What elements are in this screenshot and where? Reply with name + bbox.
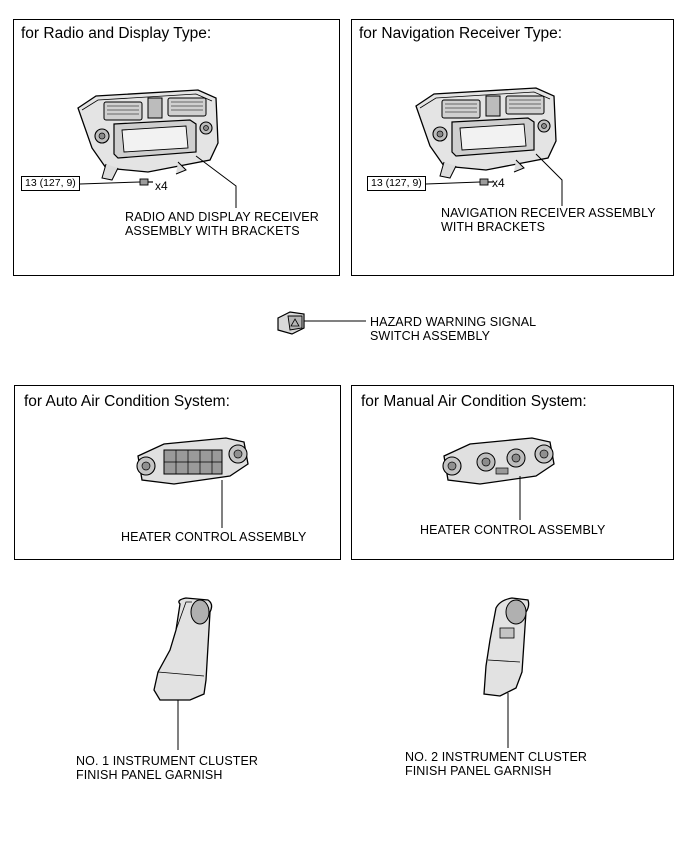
torque-leader-line xyxy=(79,181,141,185)
receiver-leader-line xyxy=(535,153,563,206)
navigation-panel-title: for Navigation Receiver Type: xyxy=(359,25,563,42)
torque-spec-label: 13 (127, 9) xyxy=(21,176,80,191)
hazard-switch-label-line1: HAZARD WARNING SIGNAL xyxy=(370,315,537,329)
garnish-no1-label-line1: NO. 1 INSTRUMENT CLUSTER xyxy=(76,754,259,768)
hazard-switch-label-line2: SWITCH ASSEMBLY xyxy=(370,329,491,343)
garnish-no1-label-line2: FINISH PANEL GARNISH xyxy=(76,768,223,782)
navigation-receiver-label-line1: NAVIGATION RECEIVER ASSEMBLY xyxy=(441,206,656,220)
radio-display-receiver-label-line2: ASSEMBLY WITH BRACKETS xyxy=(125,224,300,238)
garnish-no2-label-line1: NO. 2 INSTRUMENT CLUSTER xyxy=(405,750,588,764)
garnish-no1-illustration xyxy=(153,597,213,701)
radio-display-receiver-label-line1: RADIO AND DISPLAY RECEIVER xyxy=(125,210,319,224)
hazard-switch-illustration xyxy=(277,311,305,335)
manual-ac-panel-title: for Manual Air Condition System: xyxy=(361,393,587,410)
radio-display-panel-title: for Radio and Display Type: xyxy=(21,25,212,42)
torque-spec-label: 13 (127, 9) xyxy=(367,176,426,191)
navigation-receiver-illustration xyxy=(415,87,557,179)
radio-display-receiver-illustration xyxy=(77,89,219,181)
heater-control-manual-illustration xyxy=(442,437,555,485)
garnish-no2-label-line2: FINISH PANEL GARNISH xyxy=(405,764,552,778)
auto-ac-panel-title: for Auto Air Condition System: xyxy=(24,393,230,410)
heater-control-auto-label: HEATER CONTROL ASSEMBLY xyxy=(121,530,307,544)
heater-control-auto-illustration xyxy=(136,437,249,485)
torque-leader-line xyxy=(425,181,481,185)
navigation-receiver-label-line2: WITH BRACKETS xyxy=(441,220,546,234)
bolt-quantity-label: x4 xyxy=(492,176,505,190)
garnish-no2-illustration xyxy=(483,597,530,697)
heater-control-manual-label: HEATER CONTROL ASSEMBLY xyxy=(420,523,606,537)
bolt-quantity-label: x4 xyxy=(155,179,168,193)
receiver-leader-line xyxy=(195,155,237,208)
bolt-icon xyxy=(139,178,154,186)
